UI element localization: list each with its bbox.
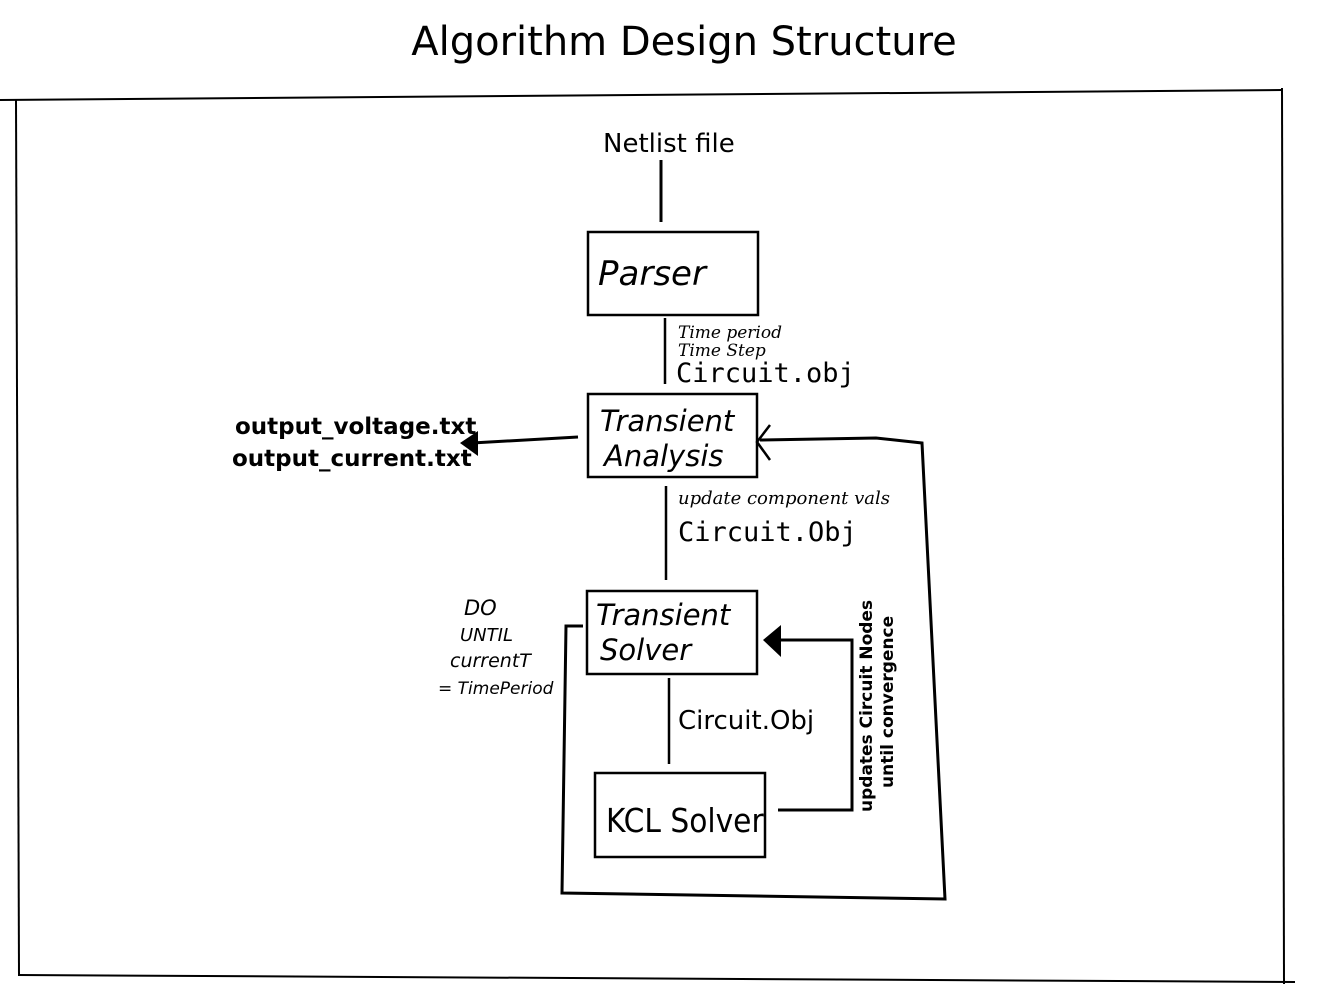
circuit-obj-label-1: Circuit.obj — [676, 358, 855, 389]
until-label: UNTIL — [460, 625, 513, 646]
transient-solver-label-2: Solver — [600, 633, 693, 667]
time-period-label: Time period — [678, 323, 782, 343]
output-arrow — [471, 435, 579, 445]
output-current-label: output_current.txt — [232, 446, 472, 472]
time-period-condition-label: = TimePeriod — [438, 679, 554, 699]
transient-solver-box: Transient Solver — [585, 589, 759, 676]
time-step-label: Time Step — [678, 341, 766, 361]
netlist-file-label: Netlist file — [603, 129, 735, 159]
circuit-obj-label-2: Circuit.Obj — [678, 517, 857, 548]
output-voltage-label: output_voltage.txt — [235, 414, 476, 440]
kcl-solver-box: KCL Solver — [593, 771, 767, 859]
diagram-title: Algorithm Design Structure — [411, 19, 957, 65]
current-t-label: currentT — [450, 650, 532, 672]
time-loop-edge — [560, 436, 947, 901]
circuit-obj-label-3: Circuit.Obj — [678, 706, 814, 736]
parser-label: Parser — [598, 254, 708, 294]
transient-analysis-box: Transient Analysis — [586, 392, 759, 479]
update-component-vals-label: update component vals — [678, 488, 890, 509]
transient-solver-label-1: Transient — [596, 598, 732, 632]
kcl-solver-label: KCL Solver — [606, 801, 764, 840]
transient-analysis-label-2: Analysis — [602, 439, 723, 473]
kcl-feedback-edge — [778, 638, 854, 812]
time-loop-arrowhead — [755, 424, 772, 461]
until-convergence-label: until convergence — [878, 616, 898, 788]
outer-frame — [0, 87, 1296, 985]
kcl-feedback-arrowhead — [763, 625, 781, 657]
parser-box: Parser — [586, 230, 760, 317]
do-label: DO — [464, 596, 497, 620]
transient-analysis-label-1: Transient — [600, 404, 736, 438]
updates-circuit-nodes-label: updates Circuit Nodes — [857, 600, 877, 812]
output-arrowhead — [460, 431, 478, 456]
